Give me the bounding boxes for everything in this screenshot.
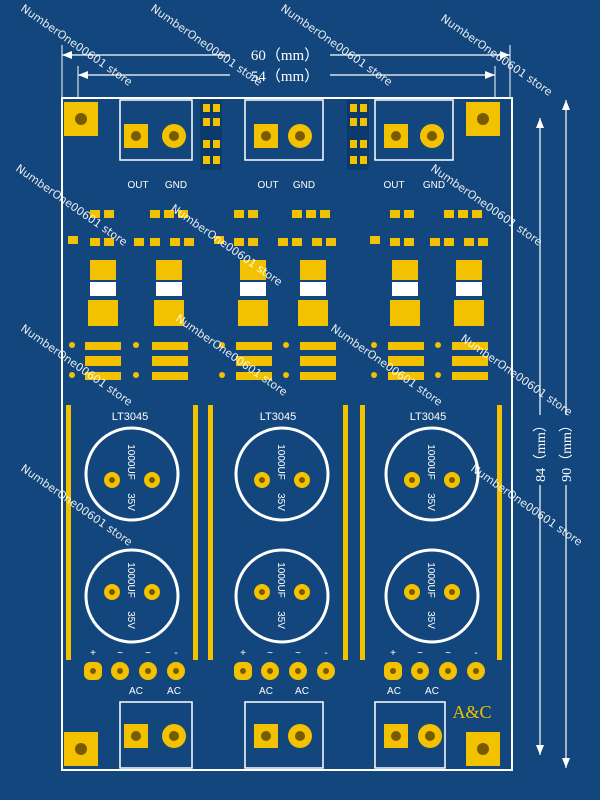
pin-label: ~: [117, 648, 123, 659]
capacitor-voltage: 35V: [125, 611, 136, 629]
terminal-bottom: [119, 701, 193, 769]
label-ac: AC: [425, 686, 439, 697]
terminal-bottom: [244, 701, 324, 769]
capacitor-value: 1000UF: [125, 444, 136, 480]
smd-pads: [214, 210, 336, 246]
mounting-hole-bottom-left: [64, 732, 98, 766]
pin-label: ~: [417, 648, 423, 659]
label-ac: AC: [167, 686, 181, 697]
regulator-right: [154, 260, 184, 326]
capacitor-voltage: 35V: [125, 493, 136, 511]
copper-bar: [360, 405, 365, 660]
copper-bar: [497, 405, 502, 660]
copper-bar: [208, 405, 213, 660]
mounting-hole-top-left: [64, 102, 98, 136]
pin-label: +: [90, 648, 96, 659]
pin-label: ~: [267, 648, 273, 659]
capacitor-value: 1000UF: [425, 444, 436, 480]
pin-label: ~: [445, 648, 451, 659]
terminal-bottom: [374, 701, 446, 769]
chip-label: LT3045: [410, 411, 447, 423]
capacitor-value: 1000UF: [275, 562, 286, 598]
board-outline: [61, 97, 513, 771]
regulator-left: [238, 260, 268, 326]
capacitor-lower: 1000UF 35V: [384, 548, 480, 644]
label-out: OUT: [257, 180, 278, 191]
capacitor-value: 1000UF: [425, 562, 436, 598]
capacitor-upper: 1000UF 35V: [84, 426, 180, 522]
pin-label: +: [390, 648, 396, 659]
capacitor-voltage: 35V: [425, 493, 436, 511]
dimension-height-outer: 90（mm）: [556, 100, 576, 768]
dimension-width-outer: 60（mm）: [61, 45, 511, 98]
ic-pads: [219, 342, 336, 380]
label-gnd: GND: [423, 180, 445, 191]
capacitor-lower: 1000UF 35V: [84, 548, 180, 644]
label-ac: AC: [129, 686, 143, 697]
pin-label: ~: [145, 648, 151, 659]
terminal-top: [119, 99, 193, 161]
channel-1: OUT GND LT3045 1000UF 35V: [68, 99, 194, 769]
label-ac: AC: [259, 686, 273, 697]
mounting-hole-top-right: [466, 102, 500, 136]
label-ac: AC: [387, 686, 401, 697]
smd-pads: [68, 210, 194, 246]
label-ac: AC: [295, 686, 309, 697]
copper-bar: [66, 405, 71, 660]
mounting-hole-bottom-right: [466, 732, 500, 766]
dimension-width-inner: 54（mm）: [77, 66, 496, 98]
capacitor-voltage: 35V: [425, 611, 436, 629]
pin-label: +: [240, 648, 246, 659]
chip-label: LT3045: [112, 411, 149, 423]
regulator-left: [88, 260, 118, 326]
channel-3: OUT GND LT3045 1000UF 35V: [370, 99, 488, 769]
pin-label: -: [474, 648, 477, 659]
ic-pads: [371, 342, 488, 380]
channel-2: OUT GND LT3045 1000UF 35V: [214, 99, 336, 769]
terminal-top: [374, 99, 454, 161]
dimension-label-90: 90（mm）: [559, 418, 575, 482]
copper-bar: [193, 405, 198, 660]
bridge-pads: [384, 662, 485, 680]
label-gnd: GND: [293, 180, 315, 191]
label-out: OUT: [383, 180, 404, 191]
regulator-right: [454, 260, 484, 326]
dimension-label-84: 84（mm）: [533, 418, 549, 482]
led-pads-left: [200, 100, 222, 170]
label-gnd: GND: [165, 180, 187, 191]
chip-label: LT3045: [260, 411, 297, 423]
capacitor-value: 1000UF: [125, 562, 136, 598]
capacitor-voltage: 35V: [275, 611, 286, 629]
capacitor-upper: 1000UF 35V: [384, 426, 480, 522]
capacitor-lower: 1000UF 35V: [234, 548, 330, 644]
capacitor-upper: 1000UF 35V: [234, 426, 330, 522]
pin-label: -: [174, 648, 177, 659]
smd-pads: [370, 210, 488, 246]
terminal-top: [244, 99, 324, 161]
capacitor-voltage: 35V: [275, 493, 286, 511]
label-out: OUT: [127, 180, 148, 191]
pin-label: ~: [295, 648, 301, 659]
dimension-label-54: 54（mm）: [251, 68, 319, 85]
regulator-left: [390, 260, 420, 326]
pin-label: -: [324, 648, 327, 659]
copper-bar: [343, 405, 348, 660]
regulator-right: [298, 260, 328, 326]
led-pads-right: [347, 100, 369, 170]
brand-logo: A&C: [452, 702, 491, 722]
bridge-pads: [234, 662, 335, 680]
capacitor-value: 1000UF: [275, 444, 286, 480]
dimension-height-inner: 84（mm）: [530, 118, 550, 755]
bridge-pads: [84, 662, 185, 680]
dimension-label-60: 60（mm）: [251, 47, 319, 64]
ic-pads: [69, 342, 188, 380]
